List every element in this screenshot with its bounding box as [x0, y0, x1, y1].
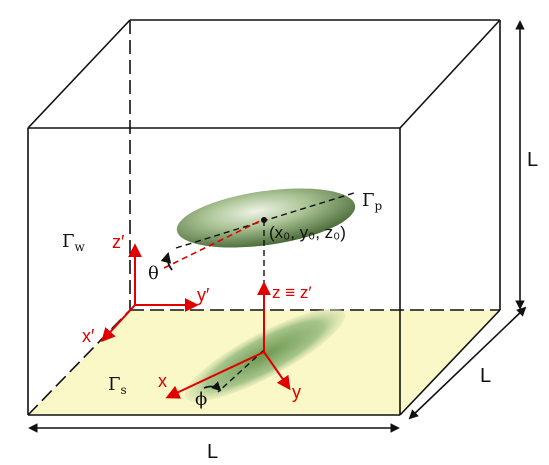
dim-height-label: L: [527, 149, 538, 171]
center-coord-label: (x₀, y₀, z₀): [269, 223, 346, 242]
particle-frame: [165, 281, 291, 399]
dimension-arrows: [28, 20, 527, 433]
y-label: y: [292, 382, 301, 402]
theta-label: θ: [148, 263, 159, 284]
theta-arrow: [160, 251, 173, 271]
z-prime-label: z′: [112, 232, 125, 252]
center-point: [261, 217, 267, 223]
y-prime-label: y′: [197, 285, 210, 305]
dim-width-label: L: [207, 441, 218, 463]
phi-arrow: [203, 381, 222, 392]
phi-label: ϕ: [195, 389, 207, 410]
gamma-s-label: Γs: [108, 374, 127, 397]
primed-frame: [101, 243, 199, 343]
z-equiv-label: z ≡ z′: [272, 283, 312, 302]
x-prime-label: x′: [82, 326, 95, 346]
theta-reference-line: [163, 219, 263, 269]
gamma-p-label: Γp: [362, 190, 383, 213]
gamma-w-label: Γw: [62, 231, 86, 254]
dim-depth-label: L: [480, 365, 491, 387]
x-label: x: [158, 371, 167, 391]
